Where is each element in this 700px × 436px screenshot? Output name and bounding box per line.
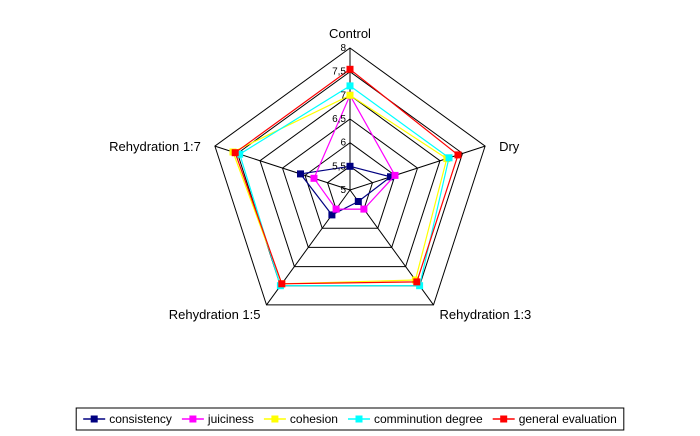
- tick-label: 7,5: [332, 67, 346, 78]
- data-point: [391, 171, 399, 179]
- grid-ring: [259, 94, 441, 268]
- series-line: [232, 94, 448, 285]
- series: [231, 65, 462, 288]
- tick-label: 7: [340, 90, 346, 101]
- data-point: [328, 211, 336, 219]
- legend-swatch-marker: [271, 415, 279, 423]
- series-lines: [229, 65, 462, 290]
- tick-label: 5: [340, 185, 346, 196]
- axis-label: Rehydration 1:3: [440, 307, 532, 322]
- legend-label: general evaluation: [519, 412, 617, 426]
- axis-label: Rehydration 1:7: [109, 139, 201, 154]
- data-point: [278, 280, 286, 288]
- series-line: [238, 85, 450, 287]
- series-line: [313, 93, 396, 210]
- legend-label: comminution degree: [374, 412, 483, 426]
- legend-swatch-marker: [90, 415, 98, 423]
- series: [297, 162, 394, 219]
- series-line: [299, 165, 392, 216]
- legend-label: consistency: [109, 412, 172, 426]
- tick-label: 8: [340, 43, 346, 54]
- data-point: [416, 282, 424, 290]
- data-point: [346, 91, 354, 99]
- legend-item: consistency: [83, 412, 172, 426]
- grid-ring: [281, 118, 419, 248]
- data-point: [346, 65, 354, 73]
- tick-label: 6: [340, 138, 346, 149]
- data-point: [346, 162, 354, 170]
- tick-labels: 5 5,5 6 6,5 7 7,5 8: [332, 43, 346, 196]
- data-point: [360, 205, 368, 213]
- tick-label: 5,5: [332, 161, 346, 172]
- legend-label: cohesion: [290, 412, 338, 426]
- series-line: [234, 68, 459, 285]
- data-point: [236, 150, 244, 158]
- axis-label: Dry: [499, 139, 520, 154]
- data-point: [387, 173, 394, 181]
- data-point: [310, 174, 318, 182]
- data-point: [231, 149, 239, 157]
- grid-ring: [214, 47, 486, 306]
- data-point: [346, 82, 354, 90]
- legend: consistency juiciness cohesion comminution …: [75, 407, 625, 431]
- data-point: [354, 198, 362, 205]
- data-point: [297, 170, 304, 178]
- tick-label: 6,5: [332, 114, 346, 125]
- axis-spoke: [349, 145, 486, 191]
- series: [310, 91, 399, 213]
- legend-swatch-marker: [355, 415, 363, 423]
- axis-label: Rehydration 1:5: [169, 307, 261, 322]
- legend-item: juiciness: [181, 412, 254, 426]
- legend-item: cohesion: [263, 412, 338, 426]
- legend-item: comminution degree: [348, 412, 483, 426]
- data-point: [413, 278, 421, 286]
- axis-label: Control: [329, 26, 371, 41]
- legend-label: juiciness: [207, 412, 254, 426]
- legend-swatch-marker: [500, 415, 508, 423]
- data-point: [445, 154, 453, 162]
- legend-swatch-marker: [189, 415, 197, 423]
- grid-ring: [304, 142, 396, 229]
- data-point: [332, 205, 340, 213]
- legend-item: general evaluation: [492, 412, 617, 426]
- data-point: [454, 151, 462, 159]
